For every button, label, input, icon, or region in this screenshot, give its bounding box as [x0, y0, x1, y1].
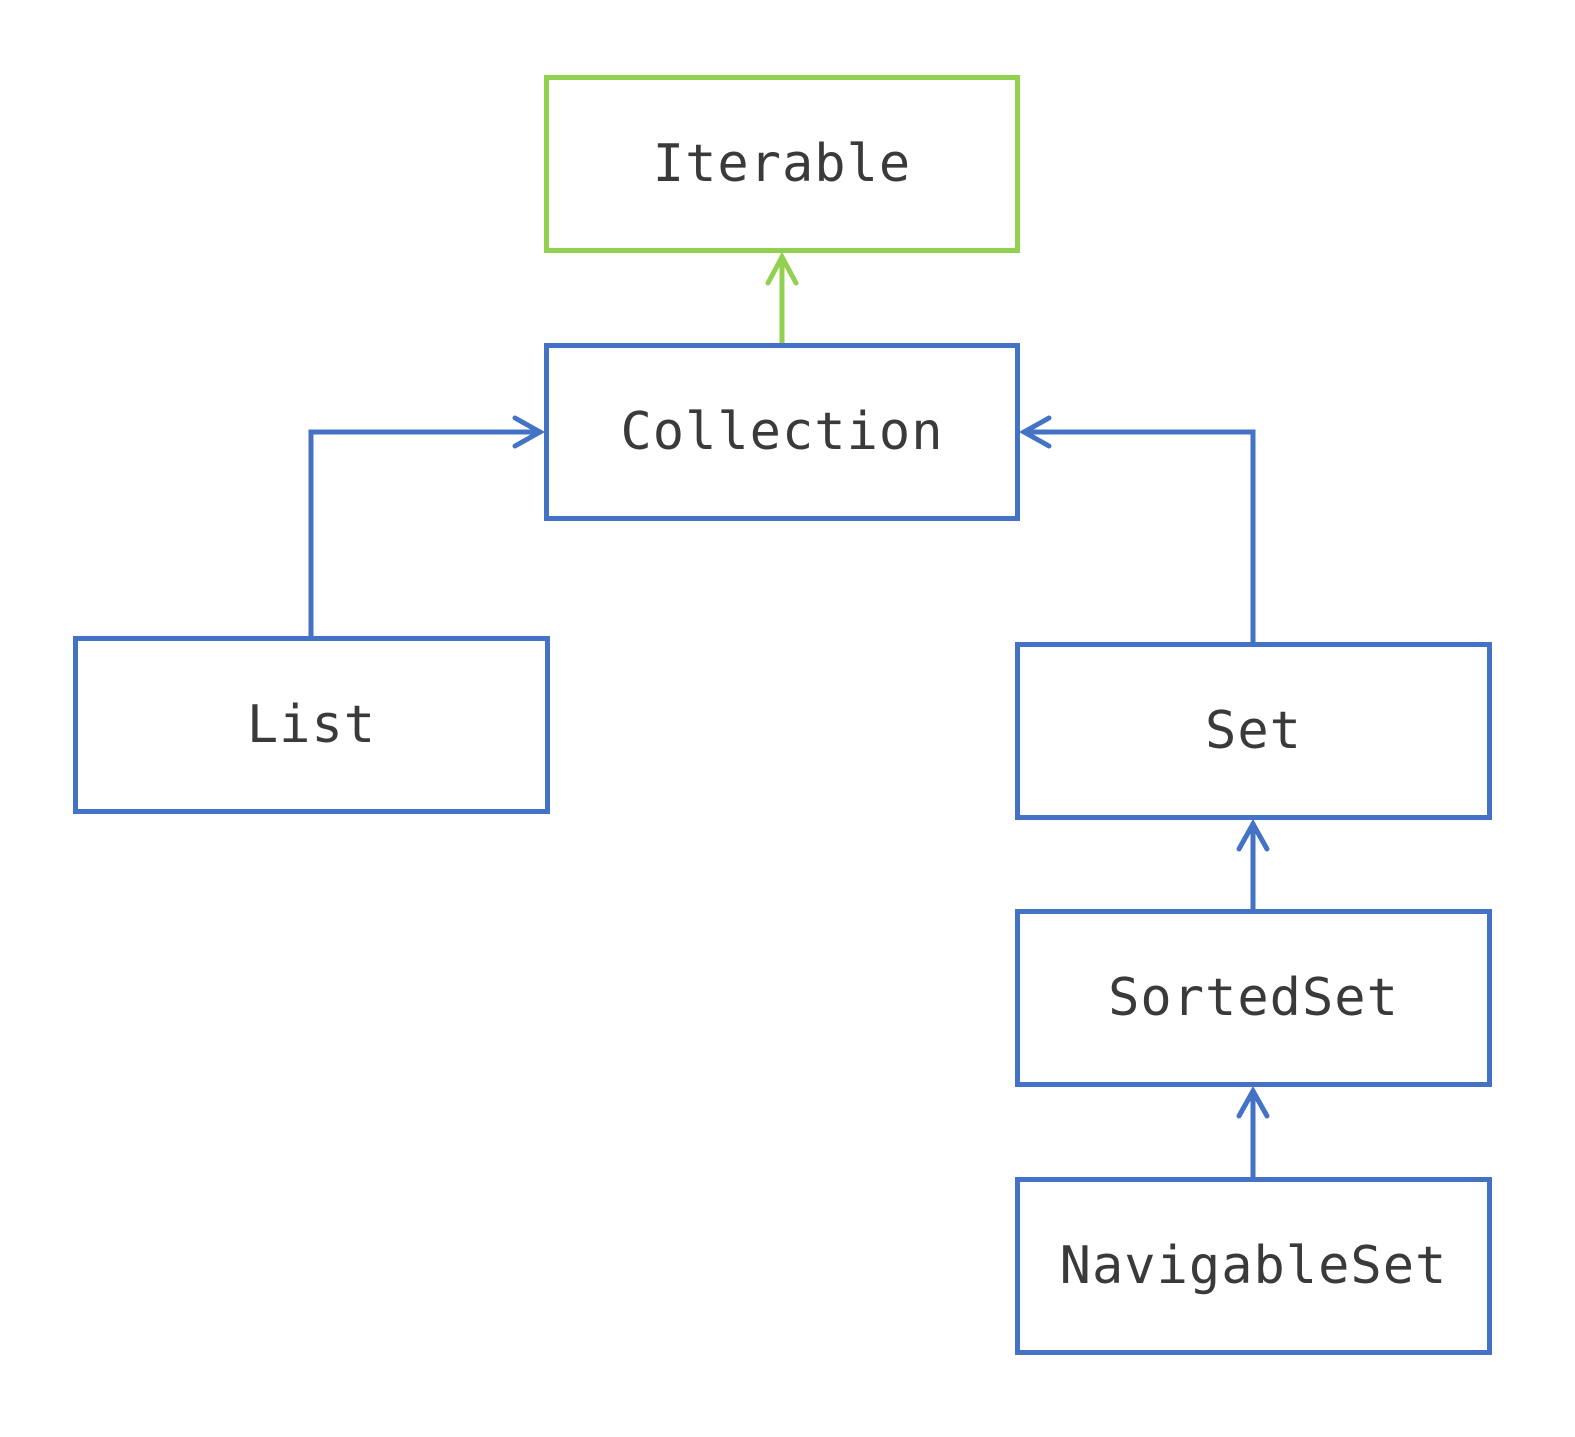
set-label: Set	[1205, 701, 1302, 761]
list-label: List	[246, 695, 377, 755]
collection-label: Collection	[620, 402, 944, 462]
edge-list-to-collection	[308, 415, 546, 639]
edge-sortedset-to-set	[1236, 818, 1270, 912]
edge-set-to-collection	[1018, 415, 1256, 645]
collection-node: Collection	[544, 343, 1020, 521]
set-node: Set	[1015, 642, 1492, 820]
sortedset-label: SortedSet	[1108, 968, 1399, 1028]
navigableset-node: NavigableSet	[1015, 1177, 1492, 1355]
edge-navigableset-to-sortedset	[1236, 1085, 1270, 1180]
sortedset-node: SortedSet	[1015, 909, 1492, 1087]
iterable-label: Iterable	[652, 134, 912, 194]
list-node: List	[73, 636, 550, 814]
navigableset-label: NavigableSet	[1059, 1236, 1448, 1296]
edge-collection-to-iterable	[765, 251, 799, 346]
iterable-node: Iterable	[544, 75, 1020, 253]
